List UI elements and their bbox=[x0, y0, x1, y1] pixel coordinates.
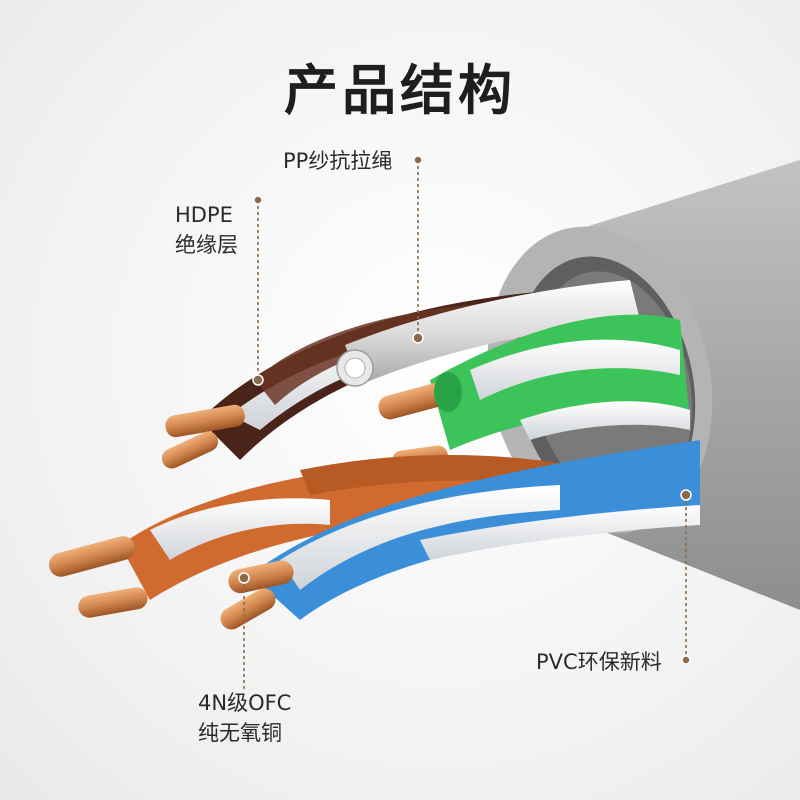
dot-pvc-target bbox=[680, 489, 692, 501]
page-title: 产品结构 bbox=[284, 59, 516, 122]
label-hdpe-line2: 绝缘层 bbox=[175, 233, 238, 257]
label-ofc-line2: 纯无氧铜 bbox=[198, 721, 282, 745]
dot-pp-yarn-label bbox=[413, 155, 423, 165]
dot-hdpe-label bbox=[253, 195, 263, 205]
label-pvc: PVC环保新料 bbox=[536, 650, 662, 674]
label-ofc: 4N级OFC 纯无氧铜 bbox=[198, 688, 291, 748]
label-hdpe-line1: HDPE bbox=[175, 203, 233, 227]
label-hdpe: HDPE 绝缘层 bbox=[175, 200, 238, 260]
dot-pp-yarn-target bbox=[412, 332, 424, 344]
leader-lines bbox=[243, 160, 687, 690]
blue-pair bbox=[220, 440, 700, 630]
leader-dots bbox=[238, 155, 692, 665]
dot-ofc-target bbox=[238, 572, 250, 584]
dot-hdpe-target bbox=[252, 374, 264, 386]
dot-pvc-label bbox=[681, 655, 691, 665]
label-ofc-line1: 4N级OFC bbox=[198, 691, 292, 715]
label-pp-yarn: PP纱抗拉绳 bbox=[283, 149, 393, 173]
pp-yarn-bundle bbox=[336, 280, 640, 387]
green-pair bbox=[378, 314, 690, 471]
